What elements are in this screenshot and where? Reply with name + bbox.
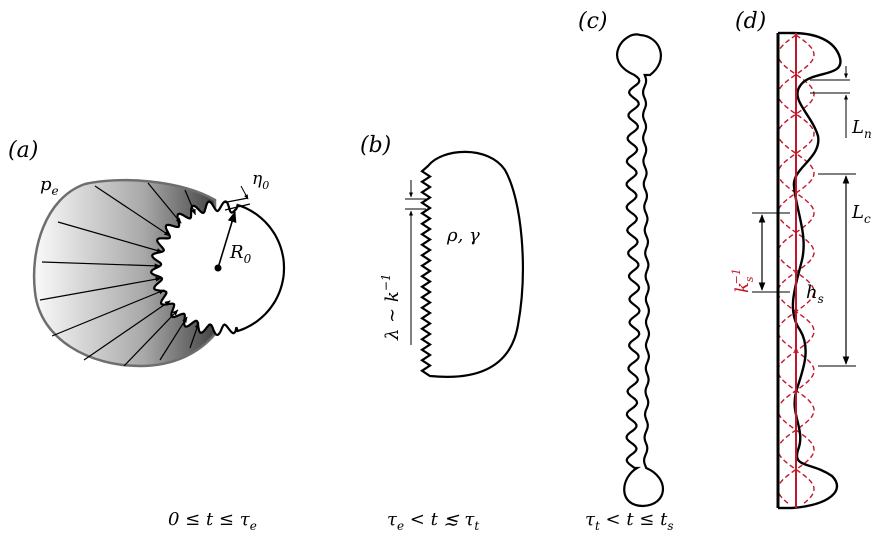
center-dot [214,264,222,272]
pressure-arrow [94,185,171,237]
panel-b-time: τe < t ≲ τt [387,509,479,533]
sinusoid-a [777,34,815,506]
panel-a-time: 0 ≤ t ≤ τe [168,509,257,533]
pressure-arrow [39,276,162,301]
neck-spacing-label: Ln [851,117,872,141]
pressure-arrow [147,182,182,224]
panel-a-label: (a) [8,138,38,163]
pressure-arrows [39,182,200,367]
pressure-arrow [51,289,165,337]
amplitude-tick-bottom [224,203,251,211]
radius-arrow [217,210,237,269]
thickness-profile [791,31,842,510]
pressure-arrow [83,300,171,361]
pressure-arrow [123,309,179,367]
sinusoid-b [777,34,815,506]
amplitude-tick-top [221,197,249,204]
panel-b: (b) λ ∼ k−1 ρ, γ τe < t ≲ τt [360,133,524,533]
panel-d-label: (d) [735,9,766,34]
panel-b-label: (b) [360,133,391,158]
panel-c-time: τt < t ≤ ts [585,509,674,533]
panel-a: (a) R0 η0 pe 0 ≤ t ≤ τe [8,138,286,533]
stretched-sheet [616,33,664,508]
pressure-arrow [57,221,163,253]
pressure-label: pe [40,174,59,198]
cell-spacing-label: Lc [851,202,871,226]
panel-c-label: (c) [578,9,608,34]
amplitude-label: η0 [252,169,269,192]
sheet-wavenumber-label: ks−1 [730,268,756,293]
pressure-arrow [189,322,200,349]
pressure-arrow [41,261,161,269]
panel-c: (c) τt < t ≤ ts [578,9,674,533]
pressure-arrow [159,316,188,361]
pressure-arrow [184,189,196,216]
corrugated-drop [419,150,524,378]
panel-d: (d) Ln Lc ks−1 hs [730,9,872,510]
radius-label: R0 [229,242,252,266]
thickness-label: hs [806,282,824,306]
wavelength-label: λ ∼ k−1 [379,273,403,341]
amplitude-arrow [240,185,249,200]
properties-label: ρ, γ [446,225,480,246]
